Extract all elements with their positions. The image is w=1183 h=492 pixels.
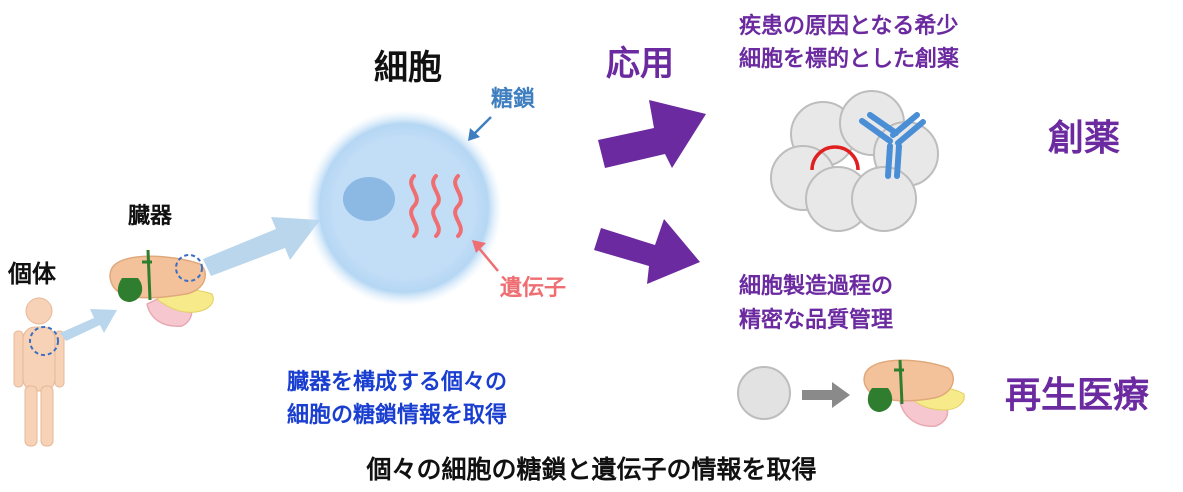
- figure-caption: 個々の細胞の糖鎖と遺伝子の情報を取得: [366, 455, 817, 484]
- target-cell-marker: [810, 145, 860, 171]
- acquire-description-line1: 臓器を構成する個々の: [287, 370, 508, 395]
- glycan-pointer-head: [468, 128, 480, 141]
- arrow-cell-to-organ: [802, 382, 850, 408]
- organ-icon: [109, 249, 214, 327]
- label-individual: 個体: [8, 260, 56, 288]
- arrow-human-to-organ: [60, 309, 117, 341]
- cell-nucleus: [343, 177, 395, 221]
- human-organ-highlight: [29, 326, 59, 356]
- stem-cell-icon: [737, 366, 791, 420]
- gene-pointer-arrow: [477, 246, 499, 272]
- arrow-organ-to-cell: [203, 217, 320, 276]
- gene-strands-icon: [409, 174, 463, 238]
- label-application: 応用: [606, 44, 674, 84]
- manufacturing-description-line1: 細胞製造過程の: [739, 274, 894, 299]
- regenerated-organ-icon: [863, 359, 965, 427]
- label-glycan: 糖鎖: [491, 87, 536, 112]
- manufacturing-description-line2: 精密な品質管理: [739, 308, 894, 333]
- cell-icon: [306, 110, 502, 306]
- gene-pointer-head: [472, 240, 486, 253]
- label-regenerative-medicine: 再生医療: [1005, 375, 1150, 416]
- arrow-to-regenerative-medicine: [594, 219, 700, 284]
- label-cell: 細胞: [374, 48, 442, 88]
- drug-target-description-line1: 疾患の原因となる希少: [739, 14, 959, 39]
- label-organ: 臓器: [128, 204, 173, 229]
- drug-target-description-line2: 細胞を標的とした創薬: [739, 47, 960, 72]
- organ-cell-highlight: [175, 254, 203, 282]
- antibody-icon: [859, 112, 926, 179]
- arrow-to-drug-discovery: [598, 100, 706, 168]
- glycan-pointer-arrow: [472, 116, 492, 136]
- label-gene: 遺伝子: [500, 276, 567, 301]
- acquire-description-line2: 細胞の糖鎖情報を取得: [287, 403, 508, 428]
- human-figure-icon: [13, 297, 65, 447]
- label-drug-discovery: 創薬: [1048, 118, 1121, 159]
